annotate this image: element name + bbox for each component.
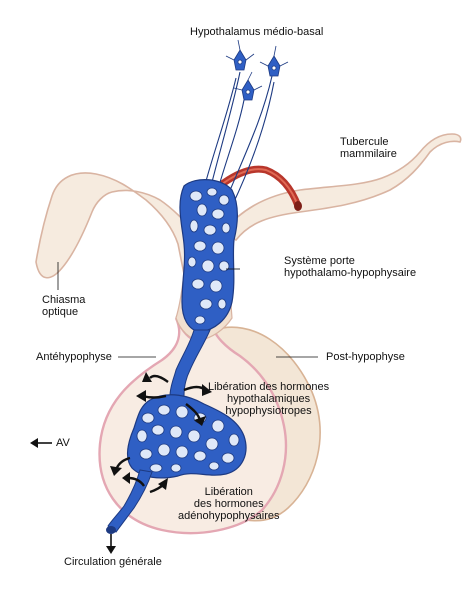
- label-liberation-adenohypophysaires: Libération des hormones adénohypophysair…: [178, 486, 280, 522]
- primary-capillary-plexus: [179, 179, 239, 333]
- arrow-down-icon: [106, 534, 116, 554]
- label-chiasma: Chiasma optique: [42, 294, 86, 318]
- secondary-capillary-plexus: [126, 394, 247, 479]
- neuron-cell-icon: [225, 39, 255, 71]
- draining-vein: [107, 469, 153, 533]
- label-antehypophyse: Antéhypophyse: [36, 351, 112, 363]
- label-circulation: Circulation générale: [64, 556, 162, 568]
- plexus-meshes: [187, 187, 231, 325]
- neuron-cell-icon: [259, 45, 289, 77]
- label-hypothalamus: Hypothalamus médio-basal: [190, 26, 324, 38]
- secondary-plexus-meshes: [136, 404, 240, 473]
- label-tubercule: Tubercule mammilaire: [340, 136, 397, 160]
- hypothalamus-floor-outline: [35, 133, 462, 319]
- label-systeme-porte: Système porte hypothalamo-hypophysaire: [284, 255, 417, 279]
- arrow-left-icon: [30, 438, 52, 448]
- neuron-cell-icon: [233, 71, 263, 101]
- label-liberation-hypothalamiques: Libération des hormones hypothalamiques …: [208, 381, 330, 417]
- label-av: AV: [56, 437, 70, 449]
- label-post-hypophyse: Post-hypophyse: [326, 351, 405, 363]
